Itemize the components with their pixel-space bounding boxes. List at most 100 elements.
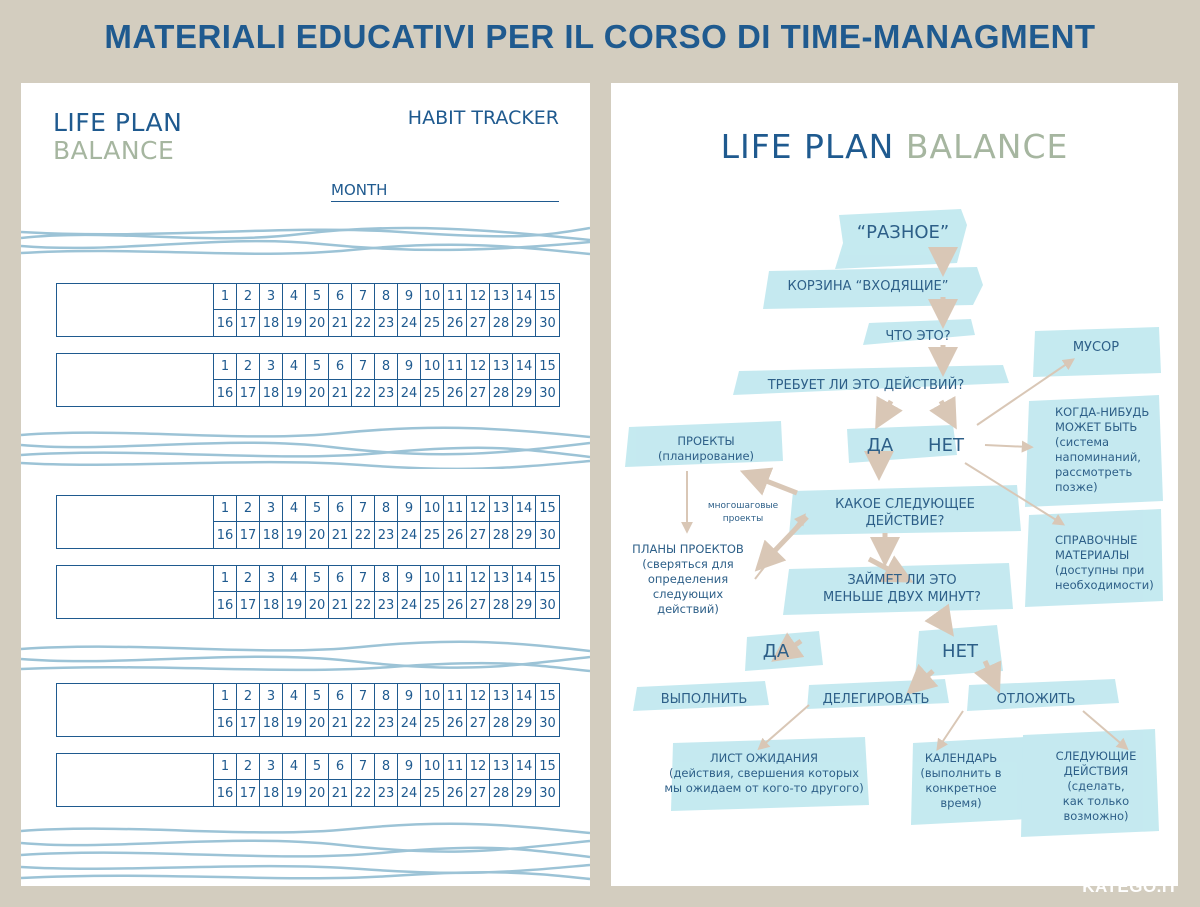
day-cell[interactable]: 16 xyxy=(214,592,237,618)
day-cell[interactable]: 24 xyxy=(398,310,421,336)
day-cell[interactable]: 22 xyxy=(352,710,375,736)
day-cell[interactable]: 2 xyxy=(237,284,260,310)
day-cell[interactable]: 23 xyxy=(375,710,398,736)
day-cell[interactable]: 12 xyxy=(467,566,490,592)
day-cell[interactable]: 27 xyxy=(467,310,490,336)
day-cell[interactable]: 17 xyxy=(237,592,260,618)
day-cell[interactable]: 25 xyxy=(421,380,444,406)
day-cell[interactable]: 16 xyxy=(214,780,237,806)
day-cell[interactable]: 15 xyxy=(536,684,559,710)
day-cell[interactable]: 13 xyxy=(490,566,513,592)
day-cell[interactable]: 27 xyxy=(467,592,490,618)
day-cell[interactable]: 10 xyxy=(421,684,444,710)
day-cell[interactable]: 19 xyxy=(283,592,306,618)
day-cell[interactable]: 5 xyxy=(306,284,329,310)
day-cell[interactable]: 2 xyxy=(237,754,260,780)
day-cell[interactable]: 8 xyxy=(375,754,398,780)
day-cell[interactable]: 25 xyxy=(421,710,444,736)
day-cell[interactable]: 26 xyxy=(444,310,467,336)
day-cell[interactable]: 20 xyxy=(306,592,329,618)
day-cell[interactable]: 2 xyxy=(237,566,260,592)
day-cell[interactable]: 5 xyxy=(306,496,329,522)
day-cell[interactable]: 7 xyxy=(352,754,375,780)
day-cell[interactable]: 26 xyxy=(444,592,467,618)
day-cell[interactable]: 16 xyxy=(214,380,237,406)
day-cell[interactable]: 26 xyxy=(444,522,467,548)
day-cell[interactable]: 28 xyxy=(490,780,513,806)
day-cell[interactable]: 11 xyxy=(444,496,467,522)
day-cell[interactable]: 30 xyxy=(539,785,556,801)
day-cell[interactable]: 11 xyxy=(444,284,467,310)
day-cell[interactable]: 14 xyxy=(513,754,536,780)
day-cell[interactable]: 17 xyxy=(237,310,260,336)
day-cell[interactable]: 8 xyxy=(375,566,398,592)
day-cell[interactable]: 12 xyxy=(467,284,490,310)
day-cell[interactable]: 23 xyxy=(375,380,398,406)
day-cell[interactable]: 6 xyxy=(329,566,352,592)
day-cell[interactable]: 18 xyxy=(260,710,283,736)
day-cell[interactable]: 28 xyxy=(490,310,513,336)
day-cell[interactable]: 13 xyxy=(490,284,513,310)
day-cell[interactable]: 29 xyxy=(513,780,536,806)
day-cell[interactable]: 13 xyxy=(490,354,513,380)
day-cell[interactable]: 18 xyxy=(260,780,283,806)
day-cell[interactable]: 3 xyxy=(260,566,283,592)
day-cell[interactable]: 25 xyxy=(421,780,444,806)
day-cell[interactable]: 26 xyxy=(444,780,467,806)
day-cell[interactable]: 14 xyxy=(513,284,536,310)
month-field[interactable]: MONTH xyxy=(331,181,559,202)
day-cell[interactable]: 16 xyxy=(214,310,237,336)
day-cell[interactable]: 19 xyxy=(283,380,306,406)
day-cell[interactable]: 12 xyxy=(467,354,490,380)
day-cell[interactable]: 9 xyxy=(398,754,421,780)
habit-name-cell[interactable] xyxy=(57,566,214,618)
day-cell[interactable]: 6 xyxy=(329,496,352,522)
day-cell[interactable]: 3 xyxy=(260,496,283,522)
day-cell[interactable]: 25 xyxy=(421,310,444,336)
day-cell[interactable]: 3 xyxy=(260,284,283,310)
day-cell[interactable]: 7 xyxy=(352,354,375,380)
habit-name-cell[interactable] xyxy=(57,754,214,806)
day-cell[interactable]: 8 xyxy=(375,354,398,380)
day-cell[interactable]: 19 xyxy=(283,780,306,806)
day-cell[interactable]: 10 xyxy=(421,754,444,780)
day-cell[interactable]: 27 xyxy=(467,710,490,736)
day-cell[interactable]: 30 xyxy=(539,597,556,613)
day-cell[interactable]: 6 xyxy=(329,354,352,380)
day-cell[interactable]: 28 xyxy=(490,380,513,406)
day-cell[interactable]: 29 xyxy=(513,592,536,618)
day-cell[interactable]: 30 xyxy=(539,715,556,731)
day-cell[interactable]: 21 xyxy=(329,522,352,548)
day-cell[interactable]: 2 xyxy=(237,354,260,380)
day-cell[interactable]: 5 xyxy=(306,754,329,780)
day-cell[interactable]: 23 xyxy=(375,310,398,336)
habit-name-cell[interactable] xyxy=(57,684,214,736)
day-cell[interactable]: 1 xyxy=(214,684,237,710)
day-cell[interactable]: 10 xyxy=(421,496,444,522)
day-cell[interactable]: 18 xyxy=(260,522,283,548)
day-cell[interactable]: 12 xyxy=(467,684,490,710)
day-cell[interactable]: 8 xyxy=(375,284,398,310)
day-cell[interactable]: 13 xyxy=(490,684,513,710)
day-cell[interactable]: 20 xyxy=(306,522,329,548)
day-cell[interactable]: 18 xyxy=(260,592,283,618)
day-cell[interactable]: 29 xyxy=(513,380,536,406)
day-cell[interactable]: 9 xyxy=(398,496,421,522)
day-cell[interactable]: 4 xyxy=(283,284,306,310)
day-cell[interactable]: 13 xyxy=(490,754,513,780)
day-cell[interactable]: 9 xyxy=(398,354,421,380)
day-cell[interactable]: 6 xyxy=(329,284,352,310)
day-cell[interactable]: 23 xyxy=(375,592,398,618)
day-cell[interactable]: 11 xyxy=(444,754,467,780)
day-cell[interactable]: 4 xyxy=(283,566,306,592)
day-cell[interactable]: 7 xyxy=(352,284,375,310)
day-cell[interactable]: 24 xyxy=(398,780,421,806)
day-cell[interactable]: 9 xyxy=(398,684,421,710)
day-cell[interactable]: 16 xyxy=(214,710,237,736)
day-cell[interactable]: 10 xyxy=(421,284,444,310)
day-cell[interactable]: 30 xyxy=(539,315,556,331)
day-cell[interactable]: 15 xyxy=(536,496,559,522)
day-cell[interactable]: 28 xyxy=(490,522,513,548)
day-cell[interactable]: 8 xyxy=(375,496,398,522)
day-cell[interactable]: 15 xyxy=(536,284,559,310)
